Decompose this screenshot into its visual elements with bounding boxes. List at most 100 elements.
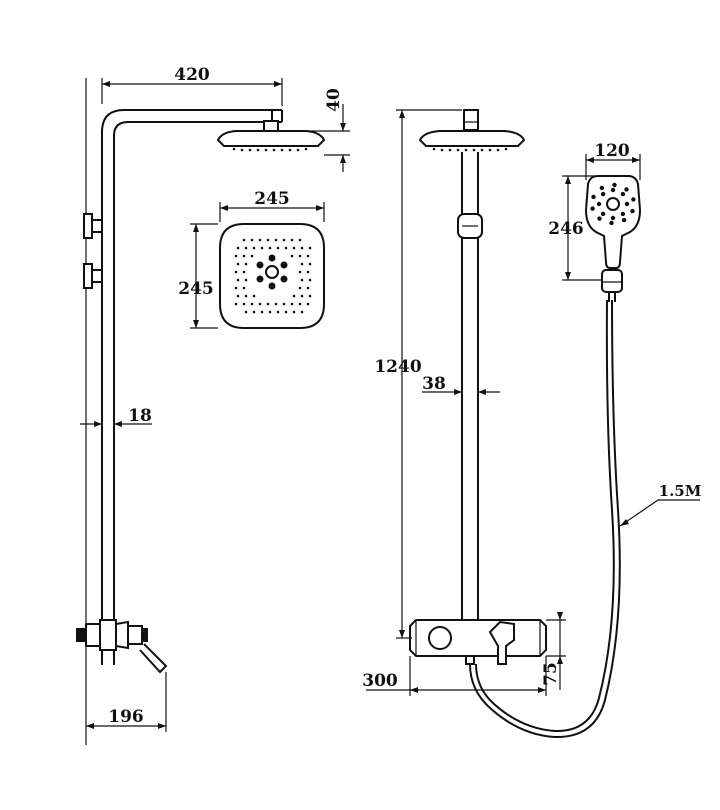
nozzle-dot bbox=[250, 238, 254, 242]
hand-nozzle-dot bbox=[600, 191, 606, 197]
nozzle-dot bbox=[242, 302, 246, 306]
dim-head-width: 245 bbox=[219, 189, 325, 222]
nozzle-dot bbox=[300, 310, 304, 314]
nozzle-dot bbox=[298, 270, 302, 274]
nozzle-dot bbox=[306, 302, 310, 306]
nozzle-dot bbox=[282, 238, 286, 242]
hose-length-label: 1.5M bbox=[659, 482, 702, 500]
nozzle-dot bbox=[300, 294, 304, 298]
nozzle-dot bbox=[266, 238, 270, 242]
hand-center-ring bbox=[606, 197, 620, 211]
nozzle-dot bbox=[298, 254, 302, 258]
hand-width-label: 120 bbox=[594, 141, 630, 161]
nozzle-dot bbox=[274, 302, 278, 306]
mixer-width-label: 300 bbox=[362, 671, 398, 691]
nozzle-dot bbox=[276, 310, 280, 314]
head-plan-view bbox=[219, 223, 325, 329]
nozzle-dot bbox=[242, 238, 246, 242]
nozzle-dot bbox=[284, 310, 288, 314]
hand-nozzle-dot bbox=[620, 191, 626, 197]
nozzle-dot bbox=[236, 246, 240, 250]
front-head-nozzle-dots bbox=[432, 147, 508, 152]
front-view bbox=[409, 109, 642, 739]
hand-nozzle-dot bbox=[612, 182, 617, 188]
nozzle-dot bbox=[244, 310, 248, 314]
hand-nozzle-dot bbox=[599, 185, 605, 191]
nozzle-dot bbox=[234, 286, 238, 290]
nozzle-dot bbox=[244, 246, 248, 250]
head-height-label: 245 bbox=[178, 279, 214, 299]
nozzle-dot bbox=[236, 262, 240, 266]
nozzle-dot bbox=[290, 254, 294, 258]
nozzle-dot bbox=[298, 286, 302, 290]
nozzle-dot bbox=[290, 302, 294, 306]
bar-diameter-label: 38 bbox=[422, 374, 446, 394]
hand-nozzle-grid bbox=[590, 182, 636, 226]
dim-hose-length: 1.5M bbox=[619, 482, 702, 527]
mixer-front-view bbox=[409, 619, 547, 665]
nozzle-dot bbox=[252, 294, 256, 298]
hand-nozzle-dot bbox=[590, 206, 595, 211]
top-connector bbox=[463, 109, 479, 131]
overhead-head-profile bbox=[216, 130, 326, 147]
dim-hand-width: 120 bbox=[585, 141, 641, 180]
hand-nozzle-dot bbox=[630, 208, 635, 214]
dim-head-height: 245 bbox=[178, 223, 218, 329]
overhead-head-front bbox=[418, 130, 526, 147]
head-drop-label: 40 bbox=[324, 88, 344, 112]
hand-nozzle-dot bbox=[624, 201, 630, 207]
hand-holder bbox=[601, 269, 623, 293]
nozzle-dot bbox=[308, 262, 312, 266]
hose-inner bbox=[475, 299, 615, 733]
dim-mixer-height: 75 bbox=[541, 612, 566, 690]
nozzle-dot bbox=[252, 246, 256, 250]
hose-outlet bbox=[465, 655, 475, 665]
mixer-depth-label: 196 bbox=[108, 707, 144, 727]
nozzle-dot bbox=[284, 246, 288, 250]
hand-nozzle-dot bbox=[620, 211, 626, 217]
nozzle-dot bbox=[268, 246, 272, 250]
nozzle-dot bbox=[242, 270, 246, 274]
nozzle-dot bbox=[268, 310, 272, 314]
head-center-cluster bbox=[256, 254, 288, 290]
nozzle-dot bbox=[282, 302, 286, 306]
nozzle-dot bbox=[276, 246, 280, 250]
hand-nozzle-dot bbox=[621, 217, 627, 223]
nozzle-dot bbox=[292, 246, 296, 250]
hand-nozzle-dot bbox=[624, 187, 629, 192]
nozzle-dot bbox=[252, 310, 256, 314]
nozzle-dot bbox=[234, 302, 238, 306]
hand-nozzle-dot bbox=[591, 194, 596, 200]
nozzle-dot bbox=[250, 302, 254, 306]
nozzle-dot bbox=[244, 262, 248, 266]
hand-shower-outline bbox=[584, 175, 642, 269]
nozzle-dot bbox=[298, 302, 302, 306]
nozzle-dot bbox=[300, 278, 304, 282]
nozzle-dot bbox=[258, 238, 262, 242]
nozzle-dot bbox=[308, 246, 312, 250]
nozzle-dot bbox=[250, 254, 254, 258]
head-width-label: 245 bbox=[254, 189, 290, 209]
nozzle-dot bbox=[260, 310, 264, 314]
nozzle-dot bbox=[306, 286, 310, 290]
nozzle-dot bbox=[234, 254, 238, 258]
total-height-label: 1240 bbox=[374, 357, 421, 377]
dim-pipe-diameter: 18 bbox=[80, 406, 152, 427]
hand-nozzle-dot bbox=[631, 197, 636, 202]
head-outline bbox=[219, 223, 325, 329]
diverter-knob bbox=[428, 626, 452, 650]
hand-nozzle-dot bbox=[609, 220, 614, 226]
nozzle-dot bbox=[292, 310, 296, 314]
nozzle-dot bbox=[308, 278, 312, 282]
hand-nozzle-dot bbox=[596, 201, 602, 207]
riser-pipe-outer bbox=[101, 109, 282, 620]
arm-length-label: 420 bbox=[174, 65, 210, 85]
nozzle-dot bbox=[298, 238, 302, 242]
nozzle-dot bbox=[242, 286, 246, 290]
mixer-height-label: 75 bbox=[541, 662, 561, 686]
hand-nozzle-dot bbox=[610, 215, 616, 221]
nozzle-dot bbox=[274, 238, 278, 242]
hand-length-label: 246 bbox=[548, 219, 584, 239]
hose-outer bbox=[469, 299, 621, 739]
